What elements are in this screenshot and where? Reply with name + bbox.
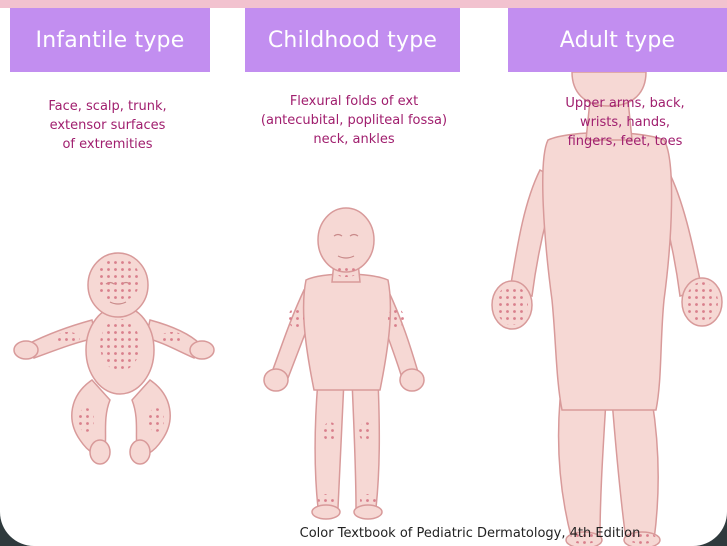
- description-adult: Upper arms, back, wrists, hands, fingers…: [525, 94, 725, 151]
- infant-right-hand: [190, 341, 214, 359]
- adult-right-leg: [612, 400, 658, 540]
- child-right-hand: [400, 369, 424, 391]
- child-head: [318, 208, 374, 272]
- infant-right-foot: [130, 440, 150, 464]
- infant-left-hand: [14, 341, 38, 359]
- description-childhood: Flexural folds of ext (antecubital, popl…: [228, 92, 480, 149]
- header-infantile-type: Infantile type: [10, 8, 210, 72]
- source-caption: Color Textbook of Pediatric Dermatology,…: [190, 526, 727, 541]
- child-figure: [264, 208, 424, 519]
- child-left-foot: [312, 505, 340, 519]
- adult-left-leg: [559, 400, 607, 540]
- child-left-leg: [315, 380, 344, 508]
- description-infantile: Face, scalp, trunk, extensor surfaces of…: [20, 97, 195, 154]
- child-right-foot: [354, 505, 382, 519]
- child-torso: [304, 274, 391, 390]
- adult-torso: [543, 133, 672, 411]
- infant-left-foot: [90, 440, 110, 464]
- header-childhood-type: Childhood type: [245, 8, 460, 72]
- child-left-hand: [264, 369, 288, 391]
- header-adult-type: Adult type: [508, 8, 727, 72]
- child-right-leg: [352, 380, 379, 508]
